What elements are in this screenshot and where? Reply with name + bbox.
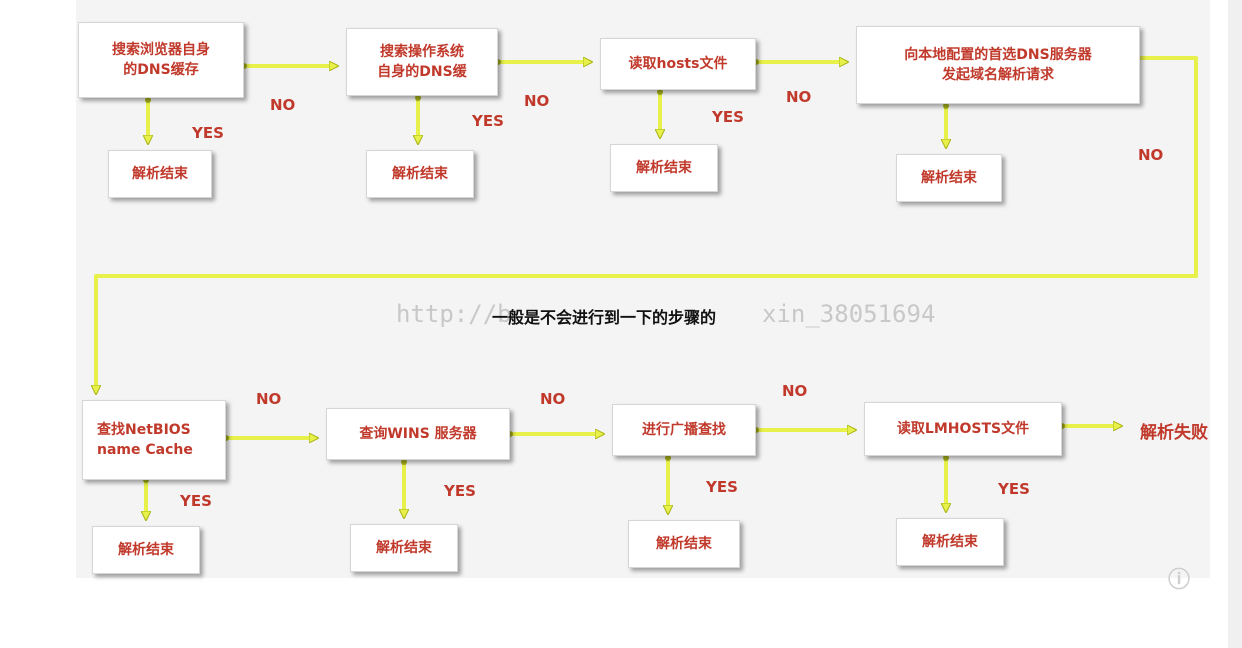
connector-origin-dot <box>657 89 663 95</box>
scroll-strip <box>1228 0 1242 648</box>
no-label: NO <box>270 96 296 114</box>
node-broadcast: 进行广播查找 <box>612 404 756 456</box>
yes-label: YES <box>712 108 744 126</box>
note-text: 一般是不会进行到一下的步骤的 <box>492 308 717 327</box>
connector-origin-dot <box>401 459 407 465</box>
no-label: NO <box>782 382 808 400</box>
connector-arrow <box>96 56 1198 392</box>
yes-label: YES <box>444 482 476 500</box>
node-os-cache: 搜索操作系统 自身的DNS缓 <box>346 28 498 96</box>
no-label: NO <box>1138 146 1164 164</box>
node-hosts-file: 读取hosts文件 <box>600 38 756 90</box>
yes-label: YES <box>180 492 212 510</box>
yes-label: YES <box>192 124 224 142</box>
end-node-4: 解析结束 <box>896 154 1002 202</box>
end-node-6: 解析结束 <box>350 524 458 572</box>
end-node-5: 解析结束 <box>92 526 200 574</box>
node-wins-server: 查询WINS 服务器 <box>326 408 510 460</box>
fail-label: 解析失败 <box>1140 423 1208 443</box>
no-label: NO <box>786 88 812 106</box>
connector-origin-dot <box>943 455 949 461</box>
connector-origin-dot <box>665 455 671 461</box>
watermark-right: xin_38051694 <box>762 300 936 328</box>
yes-label: YES <box>998 480 1030 498</box>
connector-origin-dot <box>415 95 421 101</box>
end-node-8: 解析结束 <box>896 518 1004 566</box>
no-label: NO <box>540 390 566 408</box>
end-node-1: 解析结束 <box>108 150 212 198</box>
no-label: NO <box>256 390 282 408</box>
node-browser-cache: 搜索浏览器自身 的DNS缓存 <box>78 22 244 98</box>
end-node-7: 解析结束 <box>628 520 740 568</box>
yes-label: YES <box>472 112 504 130</box>
connector-origin-dot <box>145 97 151 103</box>
node-netbios-cache: 查找NetBIOS name Cache <box>82 400 226 480</box>
yes-label: YES <box>706 478 738 496</box>
watermark-left: http://b <box>396 300 512 328</box>
corner-logo-fragment: ⓘ <box>1168 568 1191 593</box>
end-node-2: 解析结束 <box>366 150 474 198</box>
end-node-3: 解析结束 <box>610 144 718 192</box>
no-label: NO <box>524 92 550 110</box>
connector-origin-dot <box>943 103 949 109</box>
node-lmhosts: 读取LMHOSTS文件 <box>864 402 1062 456</box>
node-preferred-dns: 向本地配置的首选DNS服务器 发起域名解析请求 <box>856 26 1140 104</box>
